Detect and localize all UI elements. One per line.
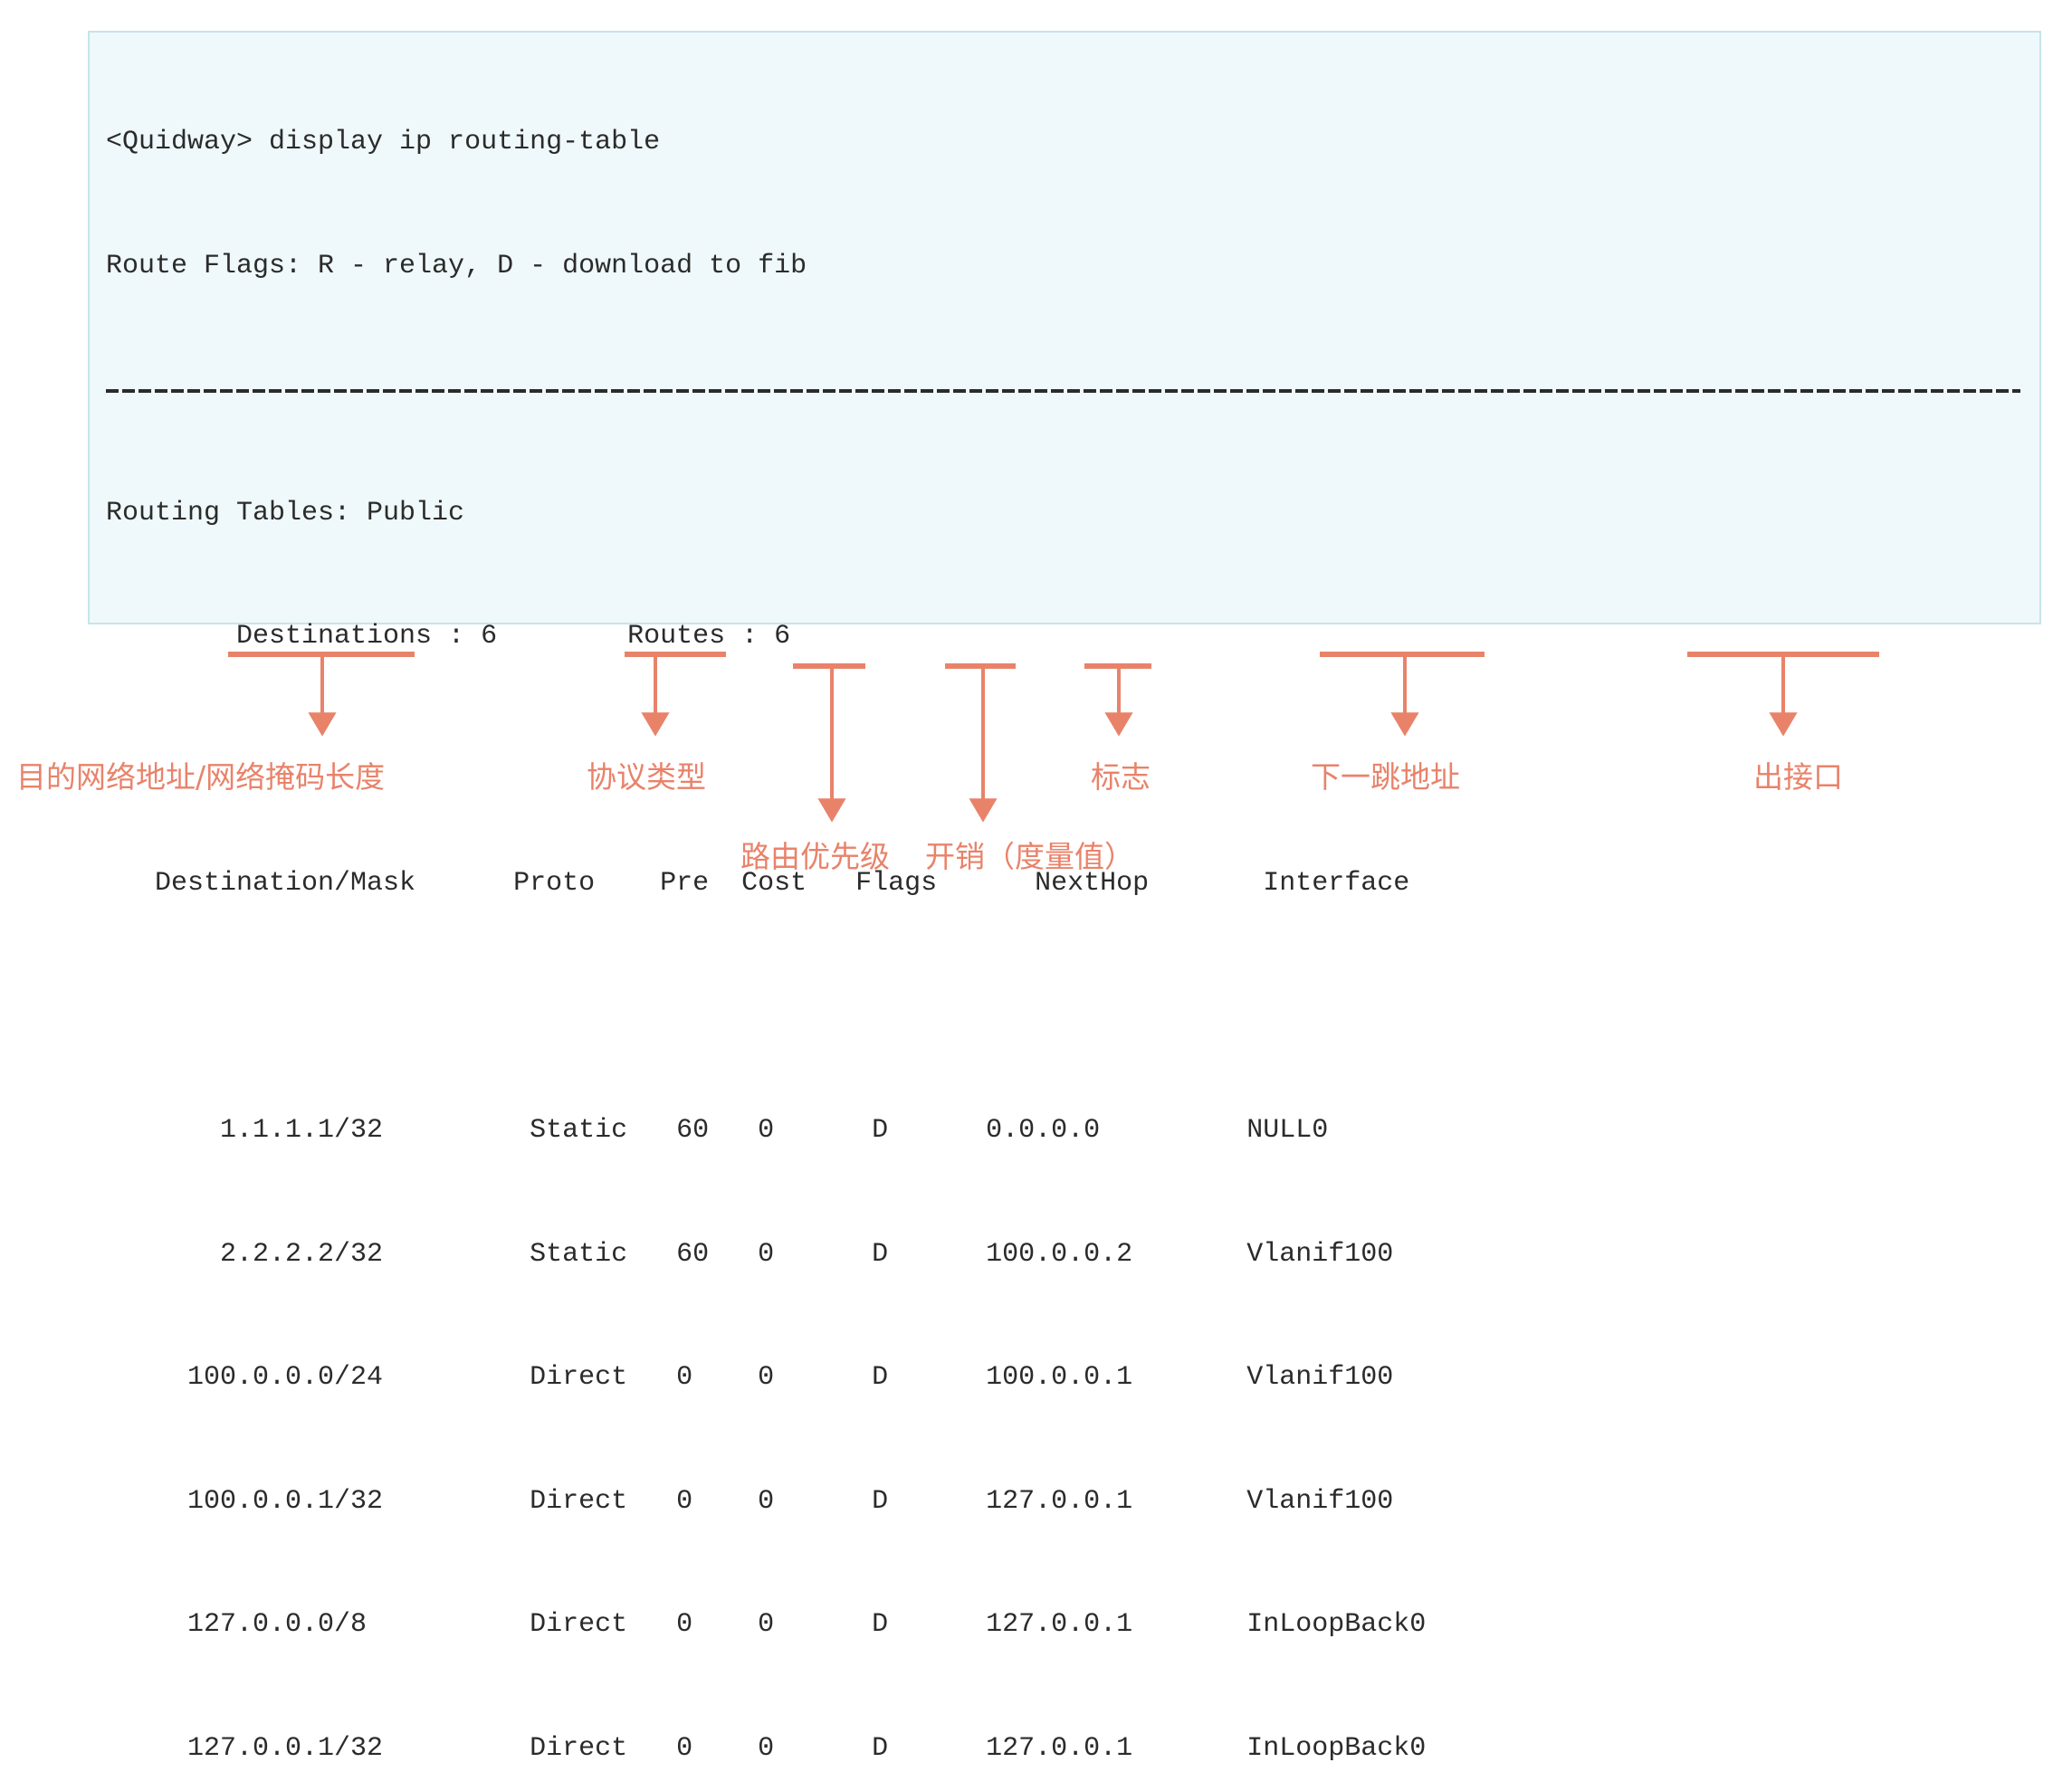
terminal-column-header-line: Destination/Mask Proto Pre Cost Flags Ne… bbox=[106, 868, 1410, 899]
terminal-separator-dashes bbox=[106, 369, 2020, 411]
table-row: 2.2.2.2/32 Static 60 0 D 100.0.0.2 Vlani… bbox=[106, 1238, 1394, 1270]
terminal-output-text: <Quidway> display ip routing-table Route… bbox=[106, 40, 2020, 1772]
terminal-route-flags-line: Route Flags: R - relay, D - download to … bbox=[106, 250, 807, 281]
routing-table-terminal-panel: <Quidway> display ip routing-table Route… bbox=[88, 31, 2041, 1764]
table-row: 1.1.1.1/32 Static 60 0 D 0.0.0.0 NULL0 bbox=[106, 1115, 1329, 1146]
terminal-routing-tables-scope: Routing Tables: Public bbox=[106, 497, 465, 529]
table-row: 100.0.0.0/24 Direct 0 0 D 100.0.0.1 Vlan… bbox=[106, 1362, 1394, 1393]
terminal-summary-line: Destinations : 6 Routes : 6 bbox=[106, 621, 791, 652]
terminal-blank-line-2 bbox=[106, 987, 2020, 1029]
table-row: 127.0.0.1/32 Direct 0 0 D 127.0.0.1 InLo… bbox=[106, 1732, 1427, 1764]
terminal-blank-line-1 bbox=[106, 740, 2020, 782]
terminal-separator-line bbox=[106, 369, 2020, 411]
terminal-prompt-line: <Quidway> display ip routing-table bbox=[106, 127, 661, 157]
table-row: 127.0.0.0/8 Direct 0 0 D 127.0.0.1 InLoo… bbox=[106, 1609, 1427, 1640]
table-row: 100.0.0.1/32 Direct 0 0 D 127.0.0.1 Vlan… bbox=[106, 1485, 1394, 1517]
